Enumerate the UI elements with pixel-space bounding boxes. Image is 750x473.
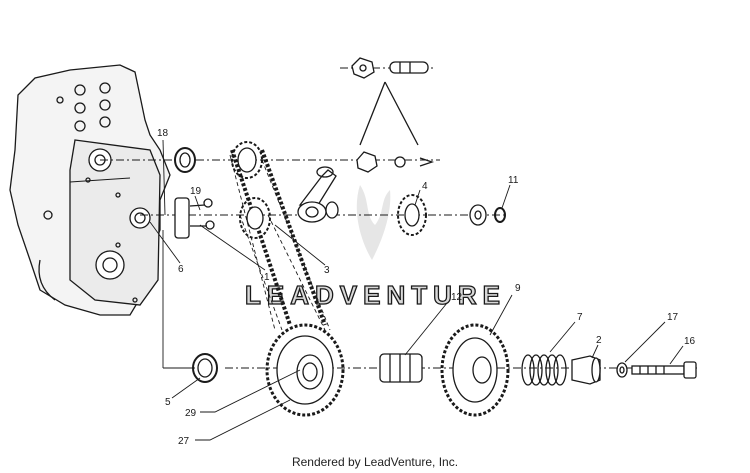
leader-lines	[149, 139, 684, 441]
chain	[230, 149, 327, 326]
callout-6: 6	[178, 264, 184, 275]
callout-9: 9	[515, 283, 521, 294]
bracket-19	[174, 197, 215, 239]
callout-27: 27	[178, 436, 190, 447]
detail-lines	[359, 81, 419, 146]
upper-sprocket	[231, 141, 263, 179]
callout-3: 3	[324, 265, 330, 276]
callout-19: 19	[190, 186, 202, 197]
callout-12: 12	[451, 292, 463, 303]
bushing-top	[174, 147, 196, 173]
gear-9	[440, 323, 510, 417]
callout-29: 29	[185, 408, 197, 419]
collar-2	[571, 355, 601, 385]
gear-case-housing	[9, 64, 171, 316]
middle-gear	[239, 197, 271, 239]
callout-2: 2	[596, 335, 602, 346]
callout-labels: 18 19 6 1 3 4 11 12 9 7 2 17 16 5 29 27	[157, 128, 696, 447]
washer-5	[192, 353, 218, 383]
callout-7: 7	[577, 312, 583, 323]
callout-4: 4	[422, 181, 428, 192]
bolt-16	[631, 361, 697, 379]
washer-17	[616, 362, 628, 378]
shift-lever	[297, 166, 339, 223]
watermark-text: LEADVENTURE	[245, 280, 506, 310]
callout-1: 1	[264, 272, 270, 283]
callout-18: 18	[157, 128, 169, 139]
render-caption: Rendered by LeadVenture, Inc.	[291, 455, 459, 469]
spline-shaft-12	[379, 353, 423, 383]
callout-11: 11	[508, 175, 519, 186]
gear-4	[397, 194, 427, 236]
washer-11	[469, 204, 506, 226]
plug-washer-cotter	[356, 151, 435, 173]
callout-16: 16	[684, 336, 696, 347]
large-gear-27	[265, 323, 345, 417]
centerlines	[100, 67, 700, 369]
plug-and-pin	[351, 57, 429, 79]
callout-5: 5	[165, 397, 171, 408]
callout-17: 17	[667, 312, 679, 323]
spring-7	[521, 354, 567, 386]
watermark: LEADVENTURE	[244, 185, 506, 311]
